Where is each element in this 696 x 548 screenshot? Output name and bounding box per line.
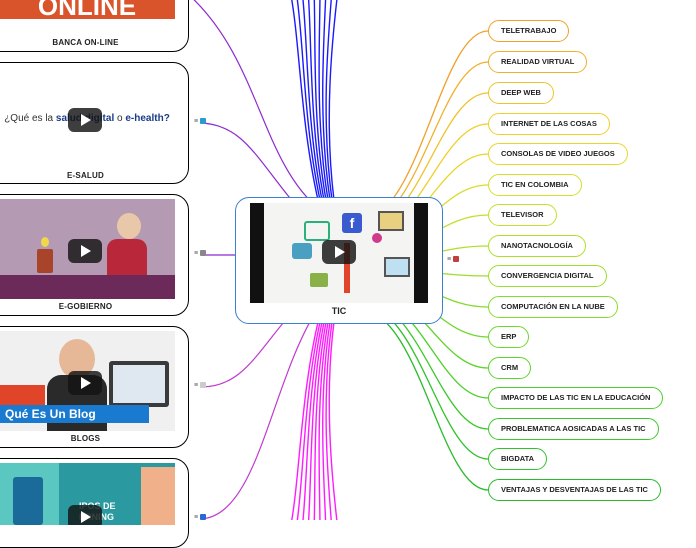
topic-node[interactable]: TELEVISOR	[488, 204, 557, 226]
lower-connector	[296, 321, 321, 520]
right-connector	[359, 309, 489, 491]
book-stack	[0, 385, 45, 407]
figure-graphic	[344, 243, 350, 293]
radio-icon	[310, 273, 328, 287]
central-video-frame: f	[250, 203, 428, 303]
topic-node[interactable]: CRM	[488, 357, 532, 379]
play-button[interactable]	[322, 240, 356, 264]
card-e-gobierno[interactable]: E-GOBIERNO	[0, 194, 189, 316]
card-banca-online[interactable]: ONLINE BANCA ON-LINE	[0, 0, 189, 52]
topic-node[interactable]: REALIDAD VIRTUAL	[488, 51, 588, 73]
upper-connector	[296, 0, 321, 201]
topic-node[interactable]: PROBLEMATICA AOSICADAS A LAS TIC	[488, 418, 659, 440]
central-topic-label: TIC	[331, 306, 347, 316]
topic-node[interactable]: DEEP WEB	[488, 82, 554, 104]
upper-connector	[313, 0, 327, 201]
topic-node[interactable]: CONVERGENCIA DIGITAL	[488, 265, 607, 287]
central-topic[interactable]: f TIC	[235, 197, 443, 324]
thumbnail-text-3: o	[117, 113, 123, 124]
lower-connector	[302, 321, 323, 520]
lower-connector	[318, 321, 329, 520]
facebook-icon: f	[342, 213, 362, 233]
image-icon	[200, 382, 207, 389]
notes-icon[interactable]: ≡	[447, 256, 460, 263]
play-button[interactable]	[68, 505, 102, 525]
image-icon	[200, 250, 207, 257]
topic-node[interactable]: CONSOLAS DE VIDEO JUEGOS	[488, 143, 628, 165]
right-connector	[359, 30, 489, 221]
upper-connector	[291, 0, 319, 201]
card-blogs[interactable]: Qué Es Un Blog BLOGS	[0, 326, 189, 448]
thumbnail-banner: Qué Es Un Blog	[0, 405, 149, 423]
upper-connector	[302, 0, 323, 201]
character-graphic	[141, 467, 175, 525]
play-button[interactable]	[68, 108, 102, 132]
thumbnail-text-1: ¿Qué es la	[4, 113, 54, 124]
image-icon	[200, 514, 207, 521]
lower-connector	[307, 321, 325, 520]
card-caption: E-SALUD	[67, 171, 104, 180]
thumbnail-title: Qué Es Un Blog	[5, 407, 96, 421]
upper-connector	[307, 0, 325, 201]
upper-connector	[328, 0, 338, 201]
upper-connector	[322, 0, 331, 201]
e-gobierno-thumbnail	[0, 199, 175, 299]
play-button[interactable]	[68, 239, 102, 263]
image-icon	[200, 118, 207, 125]
topic-node[interactable]: NANOTACNOLOGÍA	[488, 235, 586, 257]
topic-node[interactable]: ERP	[488, 326, 530, 348]
topic-node[interactable]: INTERNET DE LAS COSAS	[488, 113, 610, 135]
image-icon	[453, 256, 460, 263]
upper-connector	[325, 0, 333, 201]
plant-pot-icon	[37, 249, 53, 273]
woman-body	[107, 239, 147, 275]
left-connector	[193, 0, 321, 211]
topic-node[interactable]: BIGDATA	[488, 448, 548, 470]
topic-node[interactable]: VENTAJAS Y DESVENTAJAS DE LAS TIC	[488, 479, 661, 501]
notes-icon[interactable]: ≡	[194, 118, 207, 125]
notes-icon[interactable]: ≡	[194, 514, 207, 521]
lower-connector	[322, 321, 331, 520]
laptop-icon	[384, 257, 410, 277]
lower-connector	[325, 321, 333, 520]
television-icon	[292, 243, 312, 259]
blogs-thumbnail: Qué Es Un Blog	[0, 331, 175, 431]
card-e-learning[interactable]: IPOS DE ERNING	[0, 458, 189, 548]
photo-frame-icon	[378, 211, 404, 231]
notes-icon[interactable]: ≡	[194, 250, 207, 257]
upper-connector	[318, 0, 329, 201]
lower-connector	[328, 321, 338, 520]
thumbnail-floor	[0, 275, 175, 299]
card-caption: E-GOBIERNO	[58, 302, 113, 311]
topic-node[interactable]: TELETRABAJO	[488, 20, 570, 42]
notes-icon[interactable]: ≡	[194, 382, 207, 389]
thumbnail-text-4: e-health?	[125, 113, 170, 124]
server-icon	[13, 477, 43, 525]
topic-node[interactable]: IMPACTO DE LAS TIC EN LA EDUCACIÓN	[488, 387, 664, 409]
e-learning-thumbnail: IPOS DE ERNING	[0, 463, 175, 525]
card-caption: BLOGS	[70, 434, 101, 443]
chat-bubble-icon	[304, 221, 330, 241]
central-video-thumbnail: f	[264, 203, 414, 303]
thumbnail-title: ONLINE	[37, 0, 137, 19]
woman-head	[117, 213, 141, 239]
topic-node[interactable]: COMPUTACIÓN EN LA NUBE	[488, 296, 618, 318]
share-icon	[372, 233, 382, 243]
topic-node[interactable]: TIC EN COLOMBIA	[488, 174, 582, 196]
lightbulb-icon	[41, 237, 49, 247]
banca-online-thumbnail: ONLINE	[0, 0, 175, 19]
e-salud-thumbnail: ¿Qué es la salud digital o e-health?	[0, 68, 175, 168]
laptop-icon	[109, 361, 169, 407]
card-e-salud[interactable]: ¿Qué es la salud digital o e-health? E-S…	[0, 62, 189, 184]
right-connector	[359, 303, 489, 460]
card-caption: BANCA ON-LINE	[52, 38, 119, 47]
lower-connector	[313, 321, 327, 520]
laptop-screen	[113, 365, 165, 403]
left-connector	[200, 304, 321, 520]
play-button[interactable]	[68, 371, 102, 395]
lower-connector	[291, 321, 319, 520]
